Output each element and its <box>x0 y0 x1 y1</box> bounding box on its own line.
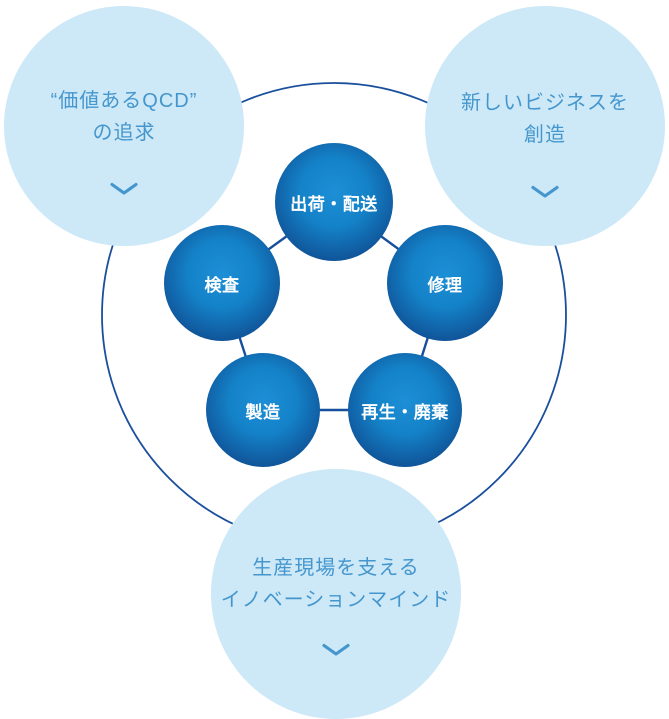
process-circle-inspection: 検査 <box>164 225 280 341</box>
chevron-down-icon[interactable] <box>109 182 139 196</box>
feature-circle-label-line1: “価値あるQCD” <box>50 90 198 112</box>
feature-circle-label-line1: 生産現場を支える <box>252 557 420 579</box>
feature-circle-innovation-mind[interactable]: 生産現場を支える イノベーションマインド <box>211 469 461 719</box>
feature-circle-new-business[interactable]: 新しいビジネスを 創造 <box>425 6 665 246</box>
feature-circle-label-line2: の追求 <box>92 122 156 144</box>
feature-circle-label: 生産現場を支える イノベーションマインド <box>211 552 461 616</box>
process-circle-repair: 修理 <box>387 225 503 341</box>
process-circle-label: 修理 <box>427 275 463 295</box>
process-circle-label: 再生・廃棄 <box>361 402 449 422</box>
feature-circle-label: “価値あるQCD” の追求 <box>4 85 244 149</box>
process-circle-recycle-disposal: 再生・廃棄 <box>348 353 462 467</box>
feature-circle-label-line2: イノベーションマインド <box>220 589 452 611</box>
chevron-down-icon[interactable] <box>530 185 560 199</box>
process-circle-shipping: 出荷・配送 <box>275 143 393 261</box>
process-circle-label: 製造 <box>245 402 281 422</box>
process-circle-manufacturing: 製造 <box>206 353 320 467</box>
process-circle-label: 検査 <box>204 275 240 295</box>
process-circle-label: 出荷・配送 <box>290 194 378 214</box>
feature-circle-label: 新しいビジネスを 創造 <box>425 87 665 151</box>
feature-circle-label-line1: 新しいビジネスを <box>461 92 629 114</box>
chevron-down-icon[interactable] <box>321 643 351 657</box>
feature-circle-label-line2: 創造 <box>524 124 566 146</box>
feature-circle-qcd[interactable]: “価値あるQCD” の追求 <box>4 6 244 246</box>
